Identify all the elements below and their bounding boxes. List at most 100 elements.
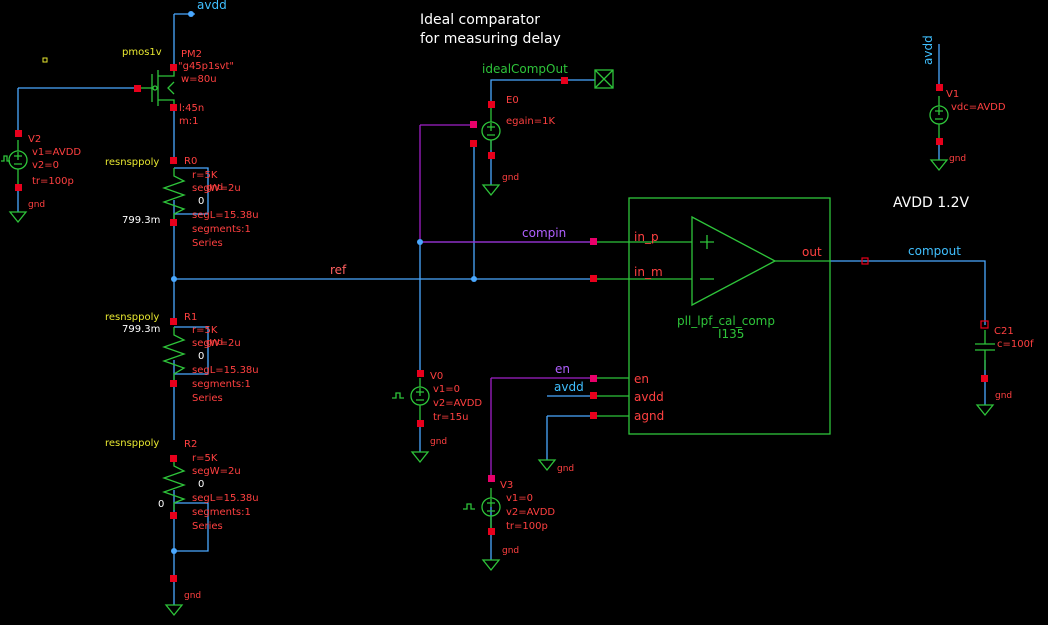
r1-name: R1 xyxy=(184,312,197,323)
pin-outlines xyxy=(861,257,989,329)
v2-name: V2 xyxy=(28,134,41,145)
v0-v1: v1=0 xyxy=(433,384,460,395)
resistor-r2[interactable] xyxy=(162,460,186,510)
r0-name: R0 xyxy=(184,156,197,167)
gnd-label-e0: gnd xyxy=(502,173,519,183)
r1-segments: segments:1 xyxy=(192,379,251,390)
r2-type: resnsppoly xyxy=(105,438,159,449)
r0-val: 0 xyxy=(198,196,204,207)
r2-segments: segments:1 xyxy=(192,507,251,518)
r1-segw: segW=2u xyxy=(192,338,241,349)
net-compout: compout xyxy=(908,244,961,258)
supply-note: AVDD 1.2V xyxy=(893,195,970,211)
pmos-w: w=80u xyxy=(181,74,217,85)
resistor-r1[interactable] xyxy=(162,327,186,380)
gnd-label-v3: gnd xyxy=(502,546,519,556)
v3-v1: v1=0 xyxy=(506,493,533,504)
pmos-name: PM2 xyxy=(181,49,202,60)
net-en: en xyxy=(555,362,570,376)
v3-v2: v2=AVDD xyxy=(506,507,555,518)
net-avdd-pin: avdd xyxy=(554,380,584,394)
gnd-label-r0: gnd xyxy=(206,183,223,193)
net-compin: compin xyxy=(522,226,566,240)
r1-val: 0 xyxy=(198,351,204,362)
ideal-comp-out-pin[interactable] xyxy=(594,69,614,89)
e0-name: E0 xyxy=(506,95,519,106)
node-799-a: 799.3m xyxy=(122,215,160,226)
title-line1: Ideal comparator xyxy=(420,12,540,28)
v2-v2: v2=0 xyxy=(32,160,59,171)
capacitor-c21[interactable] xyxy=(975,330,995,370)
r2-segw: segW=2u xyxy=(192,466,241,477)
gnd-label-v1: gnd xyxy=(949,154,966,164)
gnd-label-agnd: gnd xyxy=(557,464,574,474)
gnd-label-v0: gnd xyxy=(430,437,447,447)
gnd-label-c21: gnd xyxy=(995,391,1012,401)
vcvs-e0[interactable] xyxy=(481,108,501,150)
v2-v1: v1=AVDD xyxy=(32,147,81,158)
c21-c: c=100f xyxy=(997,339,1034,350)
vsource-v1[interactable] xyxy=(929,96,949,143)
gnd-label-v2: gnd xyxy=(28,200,45,210)
r0-type: resnsppoly xyxy=(105,157,159,168)
title-line2: for measuring delay xyxy=(420,31,561,47)
v1-vdc: vdc=AVDD xyxy=(951,102,1006,113)
comp-cell-name: pll_lpf_cal_comp xyxy=(677,314,775,328)
r0-r: r=5K xyxy=(192,170,218,181)
pin-markers xyxy=(15,64,988,582)
net-avdd-right: avdd xyxy=(921,35,935,65)
r2-name: R2 xyxy=(184,439,197,450)
pmos-type: pmos1v xyxy=(122,47,162,58)
r0-segl: segL=15.38u xyxy=(192,210,259,221)
comp-pin-in-p: in_p xyxy=(634,230,659,244)
comp-pin-in-m: in_m xyxy=(634,265,663,279)
r1-segl: segL=15.38u xyxy=(192,365,259,376)
comparator-block[interactable] xyxy=(593,197,831,435)
r1-mode: Series xyxy=(192,393,223,404)
comp-instance: I135 xyxy=(718,327,744,341)
pmos-model: "g45p1svt" xyxy=(178,61,234,72)
v0-v2: v2=AVDD xyxy=(433,398,482,409)
pmos-m: m:1 xyxy=(179,116,198,127)
vsource-v2[interactable] xyxy=(1,140,28,190)
r2-val: 0 xyxy=(198,479,204,490)
pmos-l: l:45n xyxy=(179,103,204,114)
net-ref: ref xyxy=(330,263,347,277)
ground-symbols xyxy=(8,159,995,617)
vsource-v0[interactable] xyxy=(392,378,430,424)
v0-tr: tr=15u xyxy=(433,412,468,423)
gnd-label-ladder: gnd xyxy=(184,591,201,601)
r2-mode: Series xyxy=(192,521,223,532)
pin-markers-magenta xyxy=(470,121,597,482)
junction-dots xyxy=(171,11,477,554)
r2-r: r=5K xyxy=(192,453,218,464)
net-avdd-top: avdd xyxy=(197,0,227,12)
r2-segl: segL=15.38u xyxy=(192,493,259,504)
wires-purple xyxy=(419,124,593,478)
comp-pin-en: en xyxy=(634,372,649,386)
pmos-pm2[interactable] xyxy=(140,68,175,108)
resistor-r0[interactable] xyxy=(162,168,186,222)
r1-type: resnsppoly xyxy=(105,312,159,323)
node-zero: 0 xyxy=(158,499,164,510)
r0-segw: segW=2u xyxy=(192,183,241,194)
comp-pin-avdd: avdd xyxy=(634,390,664,404)
r0-segments: segments:1 xyxy=(192,224,251,235)
v0-name: V0 xyxy=(430,371,443,382)
comp-pin-agnd: agnd xyxy=(634,409,664,423)
c21-name: C21 xyxy=(994,326,1014,337)
r1-r: r=5K xyxy=(192,325,218,336)
wires xyxy=(17,13,986,605)
e0-egain: egain=1K xyxy=(506,116,555,127)
v2-tr: tr=100p xyxy=(32,176,74,187)
v1-name: V1 xyxy=(946,89,959,100)
v3-name: V3 xyxy=(500,480,513,491)
node-799-b: 799.3m xyxy=(122,324,160,335)
gnd-label-r1: gnd xyxy=(206,338,223,348)
vsource-v3[interactable] xyxy=(463,488,501,532)
net-ideal-comp-out: idealCompOut xyxy=(482,62,568,76)
v3-tr: tr=100p xyxy=(506,521,548,532)
r0-mode: Series xyxy=(192,238,223,249)
comp-pin-out: out xyxy=(802,245,822,259)
